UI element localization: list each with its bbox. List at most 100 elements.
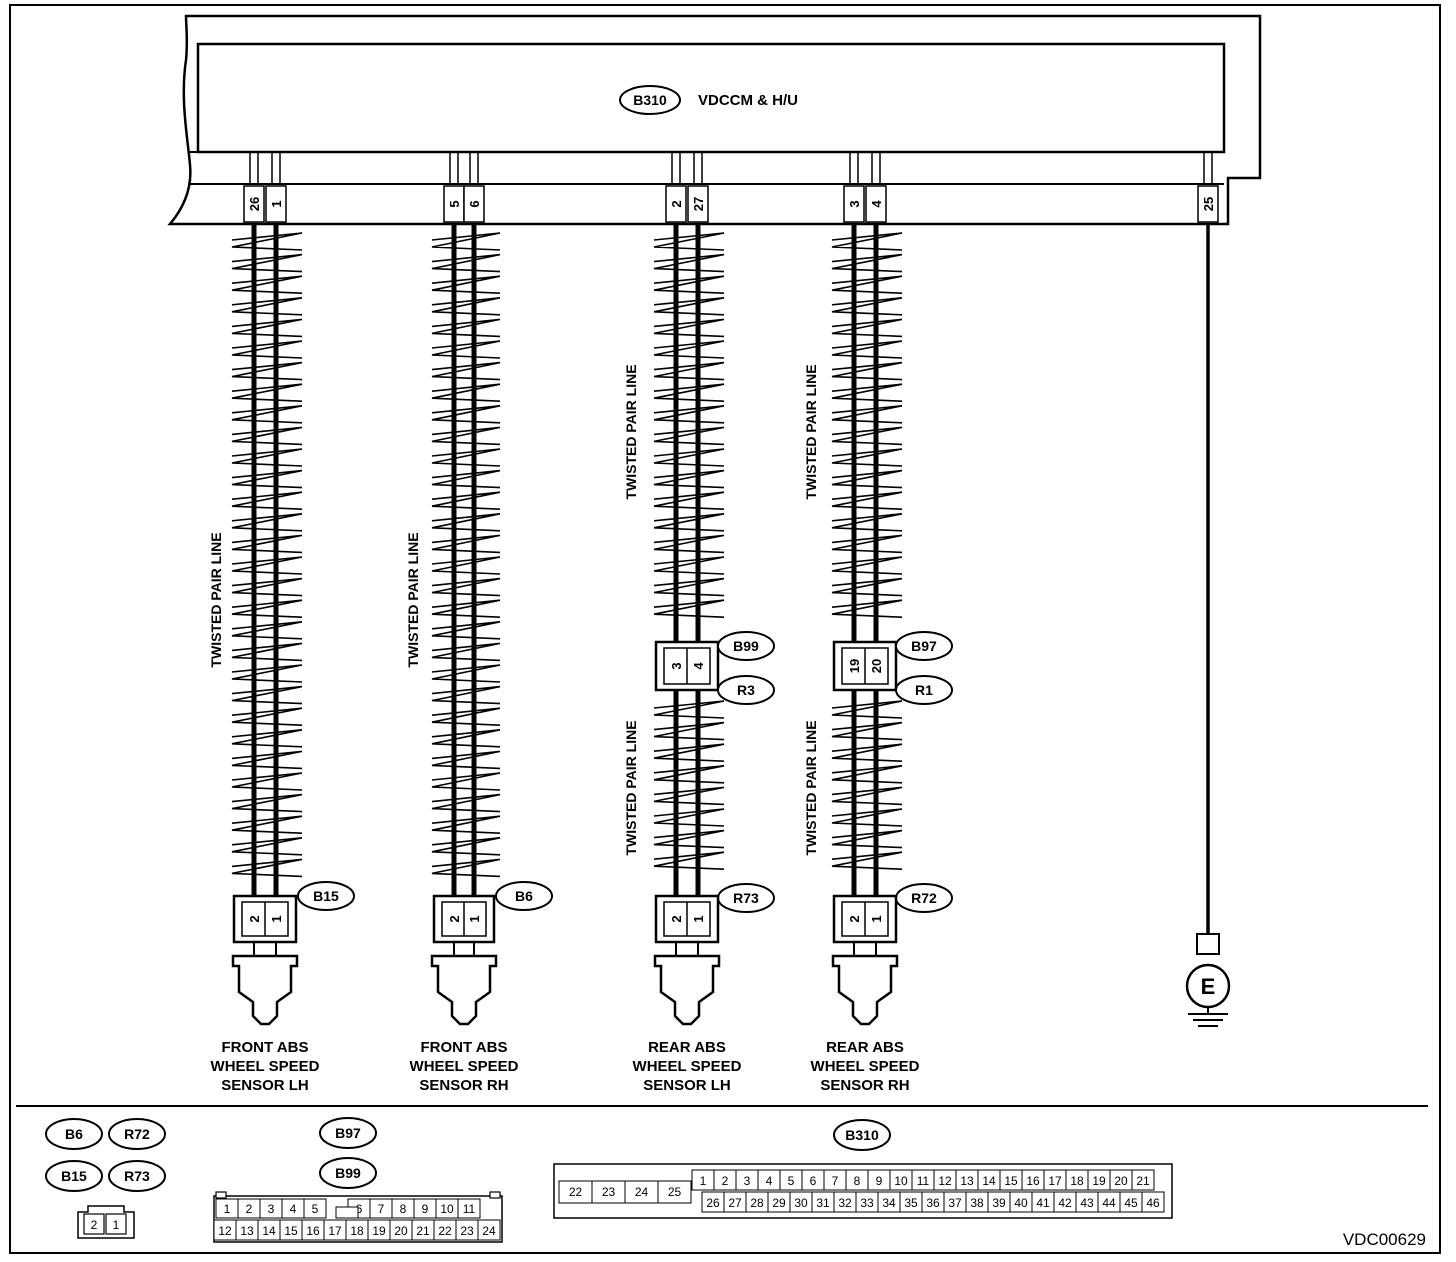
- sensor-label-line: WHEEL SPEED: [211, 1058, 320, 1075]
- legend-cell-number: 43: [1080, 1196, 1094, 1210]
- legend-cell: [303, 1198, 327, 1219]
- twist-mark: [653, 232, 725, 618]
- joint-connector-code-badge: [717, 631, 775, 661]
- legend-cell-number: 32: [838, 1196, 852, 1210]
- sensor-label-line: SENSOR RH: [820, 1077, 909, 1094]
- legend-connector-code: B97: [335, 1125, 361, 1141]
- legend-cell-number: 16: [1026, 1174, 1040, 1188]
- legend-cell-number: 12: [938, 1174, 952, 1188]
- legend-cell-number: 24: [635, 1185, 649, 1199]
- legend-cell-number: 1: [113, 1218, 120, 1232]
- legend-cell-number: 9: [422, 1202, 429, 1216]
- module-code: B310: [633, 92, 667, 108]
- legend-cell-number: 6: [810, 1174, 817, 1188]
- legend-cell-number: 22: [569, 1185, 583, 1199]
- module-pin-number: 27: [691, 197, 706, 211]
- legend-cell-number: 19: [1092, 1174, 1106, 1188]
- legend-cell-number: 21: [1136, 1174, 1150, 1188]
- legend-connector-badge: [319, 1157, 377, 1189]
- legend-cell-number: 41: [1036, 1196, 1050, 1210]
- legend-latch: [215, 1191, 227, 1199]
- sensor-pin-number: 2: [447, 915, 462, 922]
- legend-cell-number: 12: [218, 1224, 232, 1238]
- joint-connector-code-badge: [895, 631, 953, 661]
- legend-cell-number: 34: [882, 1196, 896, 1210]
- twisted-pair-label: TWISTED PAIR LINE: [208, 532, 224, 667]
- diagram-frame: [9, 4, 1441, 1254]
- sensor-pin-number: 1: [269, 915, 284, 922]
- sensor-connector-code: B6: [515, 888, 533, 904]
- legend-connector-badge: [45, 1118, 103, 1150]
- legend-cell: [83, 1213, 105, 1235]
- sensor-label-line: WHEEL SPEED: [811, 1058, 920, 1075]
- twist-mark: [231, 232, 303, 878]
- twisted-pair-label: TWISTED PAIR LINE: [405, 532, 421, 667]
- legend-cell: [105, 1213, 127, 1235]
- legend-cell-number: 1: [700, 1174, 707, 1188]
- legend-cell-number: 46: [1146, 1196, 1160, 1210]
- joint-pin-number: 20: [869, 659, 884, 673]
- legend-cell: [1131, 1169, 1155, 1191]
- legend-cell-number: 5: [788, 1174, 795, 1188]
- legend-cell-number: 18: [350, 1224, 364, 1238]
- legend-cell-number: 23: [460, 1224, 474, 1238]
- legend-cell-number: 13: [960, 1174, 974, 1188]
- legend-cell-number: 19: [372, 1224, 386, 1238]
- legend-cell-number: 2: [246, 1202, 253, 1216]
- joint-connector-code: B99: [733, 638, 759, 654]
- legend-connector-badge: [833, 1119, 891, 1151]
- legend-connector-code: R73: [124, 1168, 150, 1184]
- module-name: VDCCM & H/U: [698, 92, 798, 109]
- legend-cell-number: 37: [948, 1196, 962, 1210]
- wheel-speed-sensor-body: [231, 954, 299, 1026]
- module-pin-cell: [843, 185, 865, 223]
- ground-terminal: [1196, 933, 1220, 955]
- legend-connector-badge: [45, 1160, 103, 1192]
- legend-cell-number: 11: [917, 1174, 930, 1188]
- twist-mark: [653, 700, 725, 870]
- legend-cell-number: 27: [728, 1196, 742, 1210]
- twisted-pair-label: TWISTED PAIR LINE: [803, 720, 819, 855]
- legend-cell-number: 26: [706, 1196, 720, 1210]
- legend-cell-number: 21: [416, 1224, 430, 1238]
- joint-connector-code-badge: [895, 675, 953, 705]
- legend-cell-number: 25: [668, 1185, 682, 1199]
- legend-cell-number: 3: [744, 1174, 751, 1188]
- legend-cell-number: 30: [794, 1196, 808, 1210]
- legend-cell-number: 13: [240, 1224, 254, 1238]
- legend-cell: [457, 1198, 481, 1219]
- joint-pin-number: 3: [669, 662, 684, 669]
- twisted-pair-label: TWISTED PAIR LINE: [803, 364, 819, 499]
- legend-cell-number: 14: [982, 1174, 996, 1188]
- sensor-connector-code: R72: [911, 890, 937, 906]
- sensor-pin-number: 2: [247, 915, 262, 922]
- module-pin-cell: [243, 185, 265, 223]
- legend-connector-code: B310: [845, 1127, 879, 1143]
- sensor-label-line: SENSOR LH: [221, 1077, 309, 1094]
- legend-connector-badge: [108, 1160, 166, 1192]
- sensor-pin-number: 2: [669, 915, 684, 922]
- legend-connector-badge: [319, 1117, 377, 1149]
- legend-cell-number: 2: [722, 1174, 729, 1188]
- sensor-connector-code-badge: [297, 881, 355, 911]
- sensor-label-line: SENSOR RH: [419, 1077, 508, 1094]
- module-pin-cell: [865, 185, 887, 223]
- sensor-label-line: WHEEL SPEED: [633, 1058, 742, 1075]
- module-pin-number: 6: [467, 200, 482, 207]
- legend-cell: [1141, 1191, 1165, 1213]
- sensor-connector-code: R73: [733, 890, 759, 906]
- wheel-speed-sensor-body: [653, 954, 721, 1026]
- legend-cell-number: 11: [463, 1202, 476, 1216]
- legend-cell-number: 14: [262, 1224, 276, 1238]
- legend-cell-number: 29: [772, 1196, 786, 1210]
- twisted-pair-label: TWISTED PAIR LINE: [623, 720, 639, 855]
- legend-cell-number: 18: [1070, 1174, 1084, 1188]
- legend-cell-number: 15: [1004, 1174, 1018, 1188]
- legend-cell-number: 3: [268, 1202, 275, 1216]
- legend-cell-number: 7: [378, 1202, 385, 1216]
- twisted-pair-label: TWISTED PAIR LINE: [623, 364, 639, 499]
- module-code-badge: [619, 85, 681, 115]
- legend-cell-number: 10: [440, 1202, 454, 1216]
